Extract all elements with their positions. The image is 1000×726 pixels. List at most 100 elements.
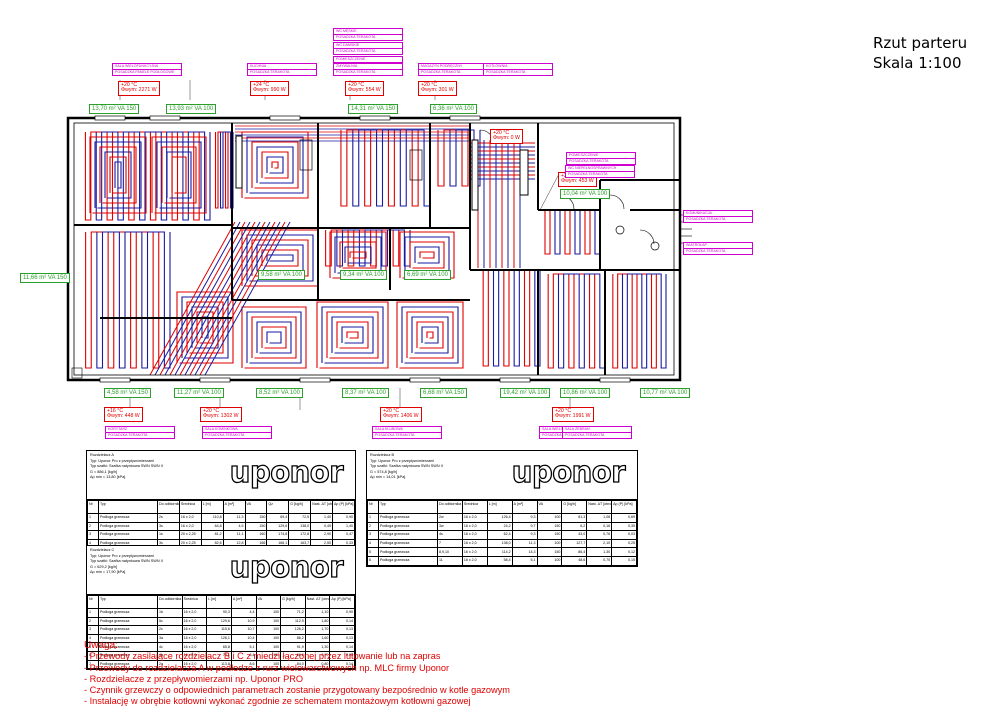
zone-area-label: 9,58 m² VA 100 (258, 270, 305, 280)
loop-4-supply (437, 129, 469, 187)
column-header: A [m²] (511, 500, 538, 514)
room-name: ZMYWALNIA (334, 64, 402, 70)
table-cell: 129,6 (206, 616, 232, 627)
table-cell: 100 (536, 555, 563, 566)
manifold-info-line: Typ: Uponor Pro z przepływomierzami (90, 458, 155, 463)
room-floor: POSADZKA TERAKOTA (375, 433, 415, 437)
column-header: Nr (87, 595, 99, 609)
room-floor: POSADZKA TERAKOTA (336, 49, 376, 53)
loop-10-return (336, 229, 411, 267)
window-7 (199, 377, 231, 383)
table-cell: 16 x 2,0 (461, 530, 488, 540)
table-cell: 0,90 (329, 608, 355, 618)
room-temp: +20 °C (421, 82, 438, 88)
outer-wall-inner (73, 122, 675, 376)
table-cell: 4 (367, 538, 379, 549)
heat-load: Φwym: 1991 W (555, 413, 591, 420)
zone-area-label: 13,93 m² VA 100 (166, 104, 217, 114)
column-header: Do odbiornika (437, 500, 463, 514)
table-cell: 16 x 2,0 (181, 608, 208, 618)
column-header: A [m²] (222, 500, 246, 514)
window-8 (299, 377, 331, 383)
table-cell: 2,90 (310, 530, 333, 540)
table-cell: 172,8 (288, 530, 312, 540)
manifold-info-line: G = 574,8 [kg/h] (370, 469, 398, 474)
zone-area-label: 10,04 m² VA 100 (560, 189, 611, 199)
table-cell: 1,08 (586, 513, 613, 523)
walls (66, 115, 692, 383)
table-cell: 3 (87, 625, 99, 635)
note-line: - Przewody zasilające rozdzielacz B i C … (84, 651, 441, 662)
table-cell: 0,49 (310, 521, 333, 532)
table-cell: 2,10 (586, 538, 613, 549)
table-cell: Podłoga grzewcza (98, 513, 158, 523)
room-name: KUCHNIA (248, 64, 316, 70)
table-cell: 2s (157, 513, 180, 523)
zone-area-label: 13,70 m² VA 150 (89, 104, 140, 114)
room-floor: POSADZKA TERAKOTA (686, 249, 726, 253)
table-cell: 16 x 2,0 (461, 555, 488, 566)
room-temp: +24 °C (253, 82, 270, 88)
heating-loops (84, 129, 667, 369)
table-cell: 100 (536, 513, 563, 523)
fixture-sink (650, 241, 660, 251)
room-temp: +20 °C (555, 408, 572, 414)
window-11 (599, 377, 631, 383)
table-cell: 138,0 (288, 521, 312, 532)
column-header: VA (244, 500, 268, 514)
room-floor: POSADZKA TERAKOTA (486, 70, 526, 74)
heat-load: Φwym: 453 W (561, 178, 594, 185)
table-cell: 138,0 (486, 538, 513, 549)
table-cell: Podłoga grzewcza (98, 659, 158, 670)
table-cell: 58,4 (486, 555, 513, 566)
table-cell: 11 (437, 555, 463, 566)
loop-1-return (95, 131, 211, 221)
table-cell: 1,10 (304, 608, 331, 618)
room-floor: POSADZKA TERAKOTA (569, 159, 609, 163)
table-cell: 7 (437, 538, 463, 549)
table-cell: 16 x 2,0 (178, 521, 202, 532)
manifold-info-line: Typ szafki: Szafka natynkowa SWN SWN II (90, 464, 163, 469)
room-floor: POSADZKA TERAKOTA (686, 217, 726, 221)
zone-area-label: 10,77 m² VA 100 (640, 388, 691, 398)
spiral-1-supply (89, 136, 147, 214)
notes-heading: Uwaga: (84, 640, 118, 651)
room-floor: POSADZKA TERAKOTA (568, 172, 608, 176)
note-line: - Przewody do rozdzielacza A w podłodze … (84, 662, 450, 673)
table-cell: 20 x 2,25 (178, 530, 202, 540)
zone-area-label: 8,37 m² VA 100 (342, 388, 389, 398)
zone-area-label: 6,69 m² VA 100 (404, 270, 451, 280)
table-cell: 100 (255, 616, 282, 627)
table-cell: 5 (367, 547, 379, 557)
table-cell: 72,5 (288, 513, 312, 523)
heat-load: Φwym: 448 W (107, 413, 140, 420)
note-line: - Rozdzielacze z przepływomierzami np. U… (84, 673, 304, 684)
table-cell: 90,3 (206, 608, 232, 618)
loop-9-return (96, 231, 171, 369)
feed-diag-0 (149, 221, 236, 376)
column-header: Δp (P) [kPa] (611, 500, 637, 514)
table-cell: 0,69 (611, 513, 637, 523)
note-line: - Instalację w obrębie kotłowni wykonać … (84, 696, 471, 707)
window-10 (499, 377, 531, 383)
table-cell: 0,76 (586, 530, 613, 540)
column-header: Qz (266, 500, 290, 514)
window-5 (449, 115, 481, 121)
table-cell: 11,1 (222, 530, 246, 540)
